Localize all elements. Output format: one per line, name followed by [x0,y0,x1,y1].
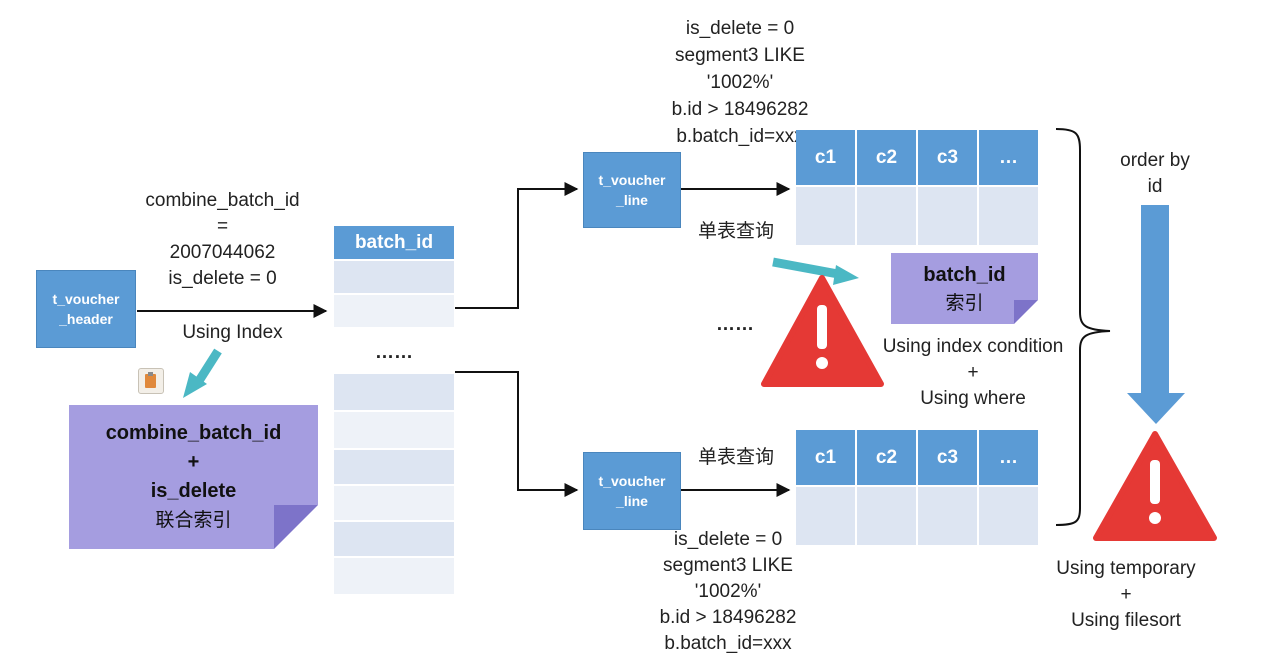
clipboard-icon [138,368,164,394]
batch-index-field: batch_id [923,263,1006,286]
condition-line: '1002%' [706,72,774,93]
table-row [334,522,454,556]
batch-id-header: batch_id [334,226,454,259]
note-line: + [1120,584,1132,605]
batch-id-table: batch_id …… [334,226,454,594]
order-by-label: order by id [1100,148,1210,200]
table-row [334,261,454,293]
condition-line: is_delete = 0 [168,268,277,289]
condition-line: combine_batch_id [145,190,300,211]
note-line: Using filesort [1071,610,1181,631]
batch-index-label: 索引 [945,291,984,314]
condition-line: b.batch_id=xxx [676,126,804,147]
teal-arrow-icon [183,348,222,398]
condition-line: is_delete = 0 [685,18,795,39]
page-fold [274,505,318,549]
condition-line: segment3 LIKE [663,555,793,576]
result-table-top: c1 c2 c3 … [796,130,1038,246]
table-cell [979,187,1038,245]
voucher-line-line2: _line [616,192,648,208]
condition-line: is_delete = 0 [673,529,783,550]
index-field2: is_delete [150,480,237,502]
single-query-label-bottom: 单表查询 [697,446,774,468]
condition-line: '1002%' [694,581,762,602]
condition-line: b.id > 18496282 [659,607,797,628]
index-condition-note: Using index condition + Using where [864,334,1082,412]
note-line: Using temporary [1056,558,1196,579]
table-cell [796,187,855,245]
index-label: 联合索引 [155,509,232,531]
bottom-condition: is_delete = 0 segment3 LIKE '1002%' b.id… [628,527,828,657]
table-row [334,374,454,410]
condition-line: = [216,216,229,237]
table-cell [796,487,855,545]
table-row [334,558,454,594]
index-field1: combine_batch_id [105,422,282,444]
table-row [334,486,454,520]
voucher-line-line1: t_voucher [598,473,666,489]
order-by-line: id [1147,176,1163,197]
arrow-batch-to-line-top [455,182,579,309]
column-header: … [979,430,1038,485]
column-header: c2 [857,430,916,485]
table-row [334,450,454,484]
voucher-line-table-bottom: t_voucher _line [583,452,681,530]
warning-icon [1093,431,1217,541]
voucher-line-line1: t_voucher [598,172,666,188]
column-header: c2 [857,130,916,185]
down-arrow-icon [1127,205,1185,424]
table-row [334,295,454,327]
batch-index-note: batch_id 索引 [891,253,1038,324]
single-query-label-top: 单表查询 [697,220,774,242]
column-header: c3 [918,130,977,185]
column-header: c3 [918,430,977,485]
voucher-header-table: t_voucher _header [36,270,136,348]
table-cell [857,187,916,245]
middle-ellipsis: …… [716,314,754,335]
warning-icon [761,275,884,387]
note-line: + [967,362,979,383]
condition-line: b.batch_id=xxx [664,633,792,654]
result-table-bottom: c1 c2 c3 … [796,430,1038,546]
voucher-header-line1: t_voucher [52,291,120,307]
voucher-line-line2: _line [616,493,648,509]
table-row [334,412,454,448]
teal-arrow-icon [772,257,859,285]
order-by-line: order by [1120,150,1190,171]
condition-line: b.id > 18496282 [671,99,809,120]
condition-line: 2007044062 [169,242,276,263]
page-fold [1014,300,1038,324]
table-cell [918,487,977,545]
arrow-batch-to-line-bottom [455,371,579,497]
using-index-label: Using Index [182,322,283,343]
column-header: c1 [796,130,855,185]
header-condition: combine_batch_id = 2007044062 is_delete … [125,188,320,292]
condition-line: segment3 LIKE [675,45,805,66]
batch-ellipsis: …… [375,342,413,363]
voucher-line-table-top: t_voucher _line [583,152,681,228]
table-cell [918,187,977,245]
note-line: Using index condition [882,336,1064,357]
voucher-header-line2: _header [59,311,113,327]
table-cell [979,487,1038,545]
composite-index-note: combine_batch_id + is_delete 联合索引 [69,405,318,549]
column-header: … [979,130,1038,185]
table-cell [857,487,916,545]
note-line: Using where [920,388,1026,409]
brace-icon [1055,128,1111,526]
top-condition: is_delete = 0 segment3 LIKE '1002%' b.id… [640,15,840,150]
temporary-note: Using temporary + Using filesort [1030,556,1222,634]
index-plus: + [187,451,200,473]
column-header: c1 [796,430,855,485]
